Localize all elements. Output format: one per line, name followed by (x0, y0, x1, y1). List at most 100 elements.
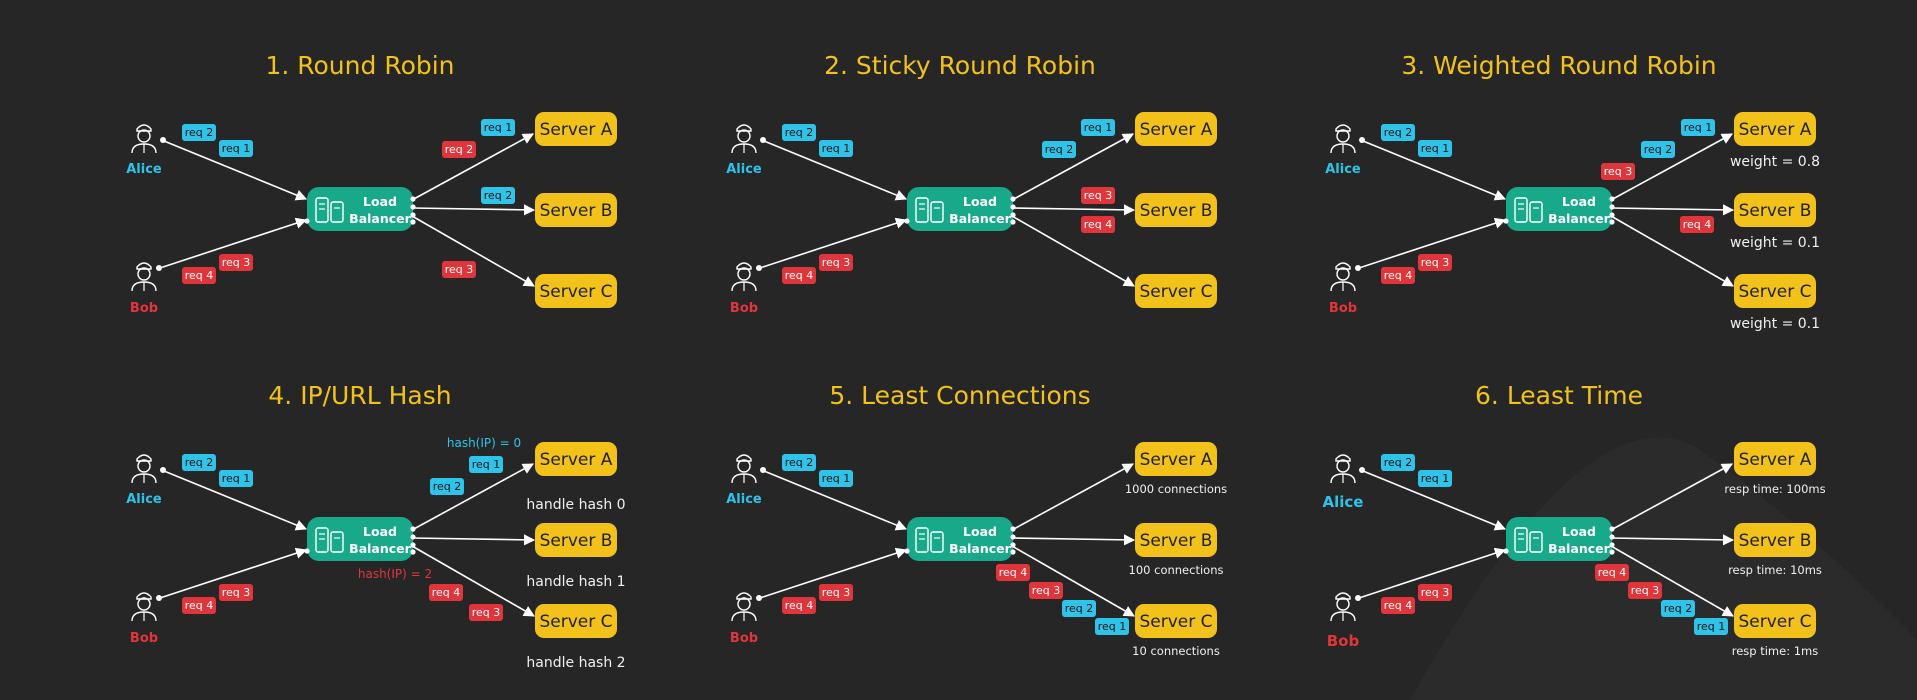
panel-sticky-round-robin: 2. Sticky Round Robin Alice Bob LoadBala… (726, 51, 1217, 316)
server-note: handle hash 2 (526, 655, 625, 671)
req-badge: req 1 (819, 470, 853, 487)
req-badge: req 3 (469, 604, 503, 621)
server-note: 1000 connections (1125, 482, 1227, 496)
req-badge: req 2 (782, 454, 816, 471)
svg-text:Load: Load (363, 194, 397, 209)
panel-title: 2. Sticky Round Robin (824, 51, 1096, 80)
server-a: Server A (535, 442, 617, 476)
svg-text:req 4: req 4 (185, 599, 214, 612)
req-badge: req 4 (1595, 564, 1629, 581)
user-icon (131, 592, 157, 622)
svg-text:req 1: req 1 (484, 121, 513, 134)
req-badge: req 1 (1095, 618, 1129, 635)
req-badge: req 3 (219, 254, 253, 271)
links (1355, 463, 1735, 617)
user-label: Alice (726, 162, 762, 177)
svg-text:Server A: Server A (1140, 450, 1213, 470)
req-badge: req 3 (819, 254, 853, 271)
svg-text:req 1: req 1 (1084, 121, 1113, 134)
server-note: resp time: 100ms (1724, 482, 1825, 496)
svg-text:req 4: req 4 (785, 269, 814, 282)
svg-text:req 2: req 2 (1644, 143, 1673, 156)
user-label: Alice (1323, 493, 1364, 511)
svg-text:req 3: req 3 (222, 586, 251, 599)
svg-text:req 3: req 3 (222, 256, 251, 269)
svg-text:req 2: req 2 (185, 456, 214, 469)
req-badge: req 3 (1418, 254, 1452, 271)
svg-text:Balancer: Balancer (1548, 211, 1610, 226)
svg-text:req 3: req 3 (1421, 256, 1450, 269)
panel-title: 1. Round Robin (265, 51, 454, 80)
req-badge: req 4 (1381, 267, 1415, 284)
req-badge: req 2 (1641, 141, 1675, 158)
svg-text:req 4: req 4 (1598, 566, 1627, 579)
user-bob: Bob (730, 262, 758, 316)
req-badge: req 1 (469, 456, 503, 473)
server-a: Server A (535, 112, 617, 146)
req-badge: req 2 (1661, 600, 1695, 617)
server-note: 10 connections (1132, 644, 1220, 658)
svg-text:req 2: req 2 (445, 143, 474, 156)
background-arc (1410, 437, 1917, 700)
user-icon (1330, 454, 1356, 484)
req-badge: req 2 (182, 124, 216, 141)
links (756, 463, 1136, 617)
user-alice: Alice (726, 124, 762, 177)
svg-text:req 2: req 2 (1664, 602, 1693, 615)
svg-text:req 2: req 2 (1384, 456, 1413, 469)
user-bob: Bob (1327, 592, 1359, 650)
user-icon (731, 124, 757, 154)
svg-text:Server B: Server B (540, 531, 613, 551)
svg-text:Load: Load (963, 194, 997, 209)
req-badge: req 3 (1628, 582, 1662, 599)
user-bob: Bob (1329, 262, 1357, 316)
req-badge: req 1 (1418, 470, 1452, 487)
svg-text:req 4: req 4 (1084, 218, 1113, 231)
svg-text:req 2: req 2 (484, 189, 513, 202)
server-c: Server C (535, 604, 617, 638)
server-a: Server A (1135, 112, 1217, 146)
hash-note: hash(IP) = 0 (447, 436, 521, 450)
user-icon (131, 454, 157, 484)
user-alice: Alice (126, 454, 162, 507)
panel-least-connections: 5. Least Connections Alice Bob LoadBalan… (726, 381, 1227, 658)
svg-text:req 3: req 3 (1631, 584, 1660, 597)
server-b: Server B (1135, 523, 1217, 557)
svg-text:req 1: req 1 (222, 472, 251, 485)
user-label: Alice (726, 492, 762, 507)
server-note: weight = 0.1 (1730, 235, 1820, 251)
user-alice: Alice (726, 454, 762, 507)
svg-text:Server A: Server A (1739, 450, 1812, 470)
svg-text:req 3: req 3 (1604, 165, 1633, 178)
svg-text:req 4: req 4 (1683, 218, 1712, 231)
svg-text:Server A: Server A (1140, 120, 1213, 140)
req-badge: req 3 (1418, 584, 1452, 601)
req-badge: req 1 (219, 140, 253, 157)
svg-text:Server C: Server C (1139, 282, 1212, 302)
svg-text:req 2: req 2 (785, 126, 814, 139)
server-a: Server A (1734, 442, 1816, 476)
server-b: Server B (535, 193, 617, 227)
svg-text:Server B: Server B (1739, 531, 1812, 551)
user-icon (131, 124, 157, 154)
user-label: Bob (730, 631, 758, 646)
svg-text:req 1: req 1 (1697, 620, 1726, 633)
svg-text:req 2: req 2 (1065, 602, 1094, 615)
req-badge: req 1 (219, 470, 253, 487)
server-c: Server C (535, 274, 617, 308)
user-label: Alice (126, 162, 162, 177)
svg-text:Server C: Server C (1738, 612, 1811, 632)
panel-title: 6. Least Time (1475, 381, 1643, 410)
svg-text:req 4: req 4 (999, 566, 1028, 579)
req-badge: req 4 (1081, 216, 1115, 233)
user-bob: Bob (130, 262, 158, 316)
req-badge: req 1 (1418, 140, 1452, 157)
req-badge: req 4 (996, 564, 1030, 581)
